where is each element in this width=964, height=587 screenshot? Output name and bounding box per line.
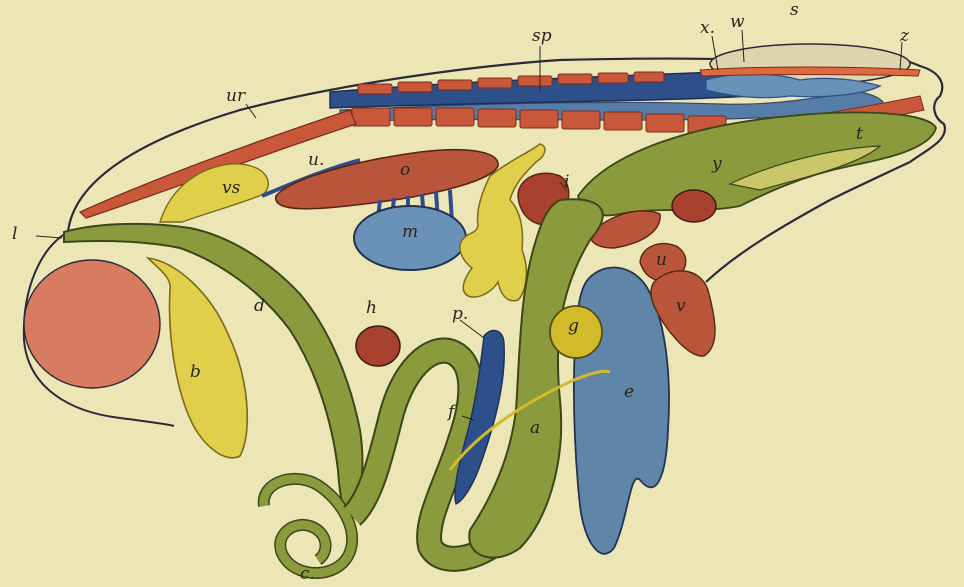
label-vs: vs: [222, 180, 240, 197]
label-l: l: [12, 226, 17, 243]
label-sp: sp: [532, 28, 552, 45]
label-o: o: [400, 162, 410, 179]
label-t: t: [856, 126, 863, 143]
label-ur: ur: [226, 88, 245, 105]
label-z: z: [900, 28, 909, 45]
label-c: c.: [300, 566, 315, 583]
label-y: y: [712, 156, 722, 173]
label-p: p.: [452, 306, 468, 323]
label-u-upper: u.: [308, 152, 324, 169]
label-f: f: [448, 404, 454, 421]
label-i: i: [564, 174, 569, 191]
label-u-lower: u: [656, 252, 667, 269]
label-b: b: [190, 364, 201, 381]
spleen-h: [356, 326, 400, 366]
nasal-pad: [700, 67, 920, 76]
label-v: v: [676, 298, 686, 315]
label-h: h: [366, 300, 377, 317]
label-d: d: [254, 298, 265, 315]
label-m: m: [402, 224, 418, 241]
egg-mass: [24, 260, 160, 388]
label-w: w: [730, 14, 745, 31]
label-s: s: [790, 2, 799, 19]
heart-bulb: [672, 190, 716, 222]
organ-b: [148, 258, 247, 458]
label-e: e: [624, 384, 634, 401]
label-a: a: [530, 420, 540, 437]
label-x: x.: [700, 20, 715, 37]
label-g: g: [568, 318, 579, 335]
